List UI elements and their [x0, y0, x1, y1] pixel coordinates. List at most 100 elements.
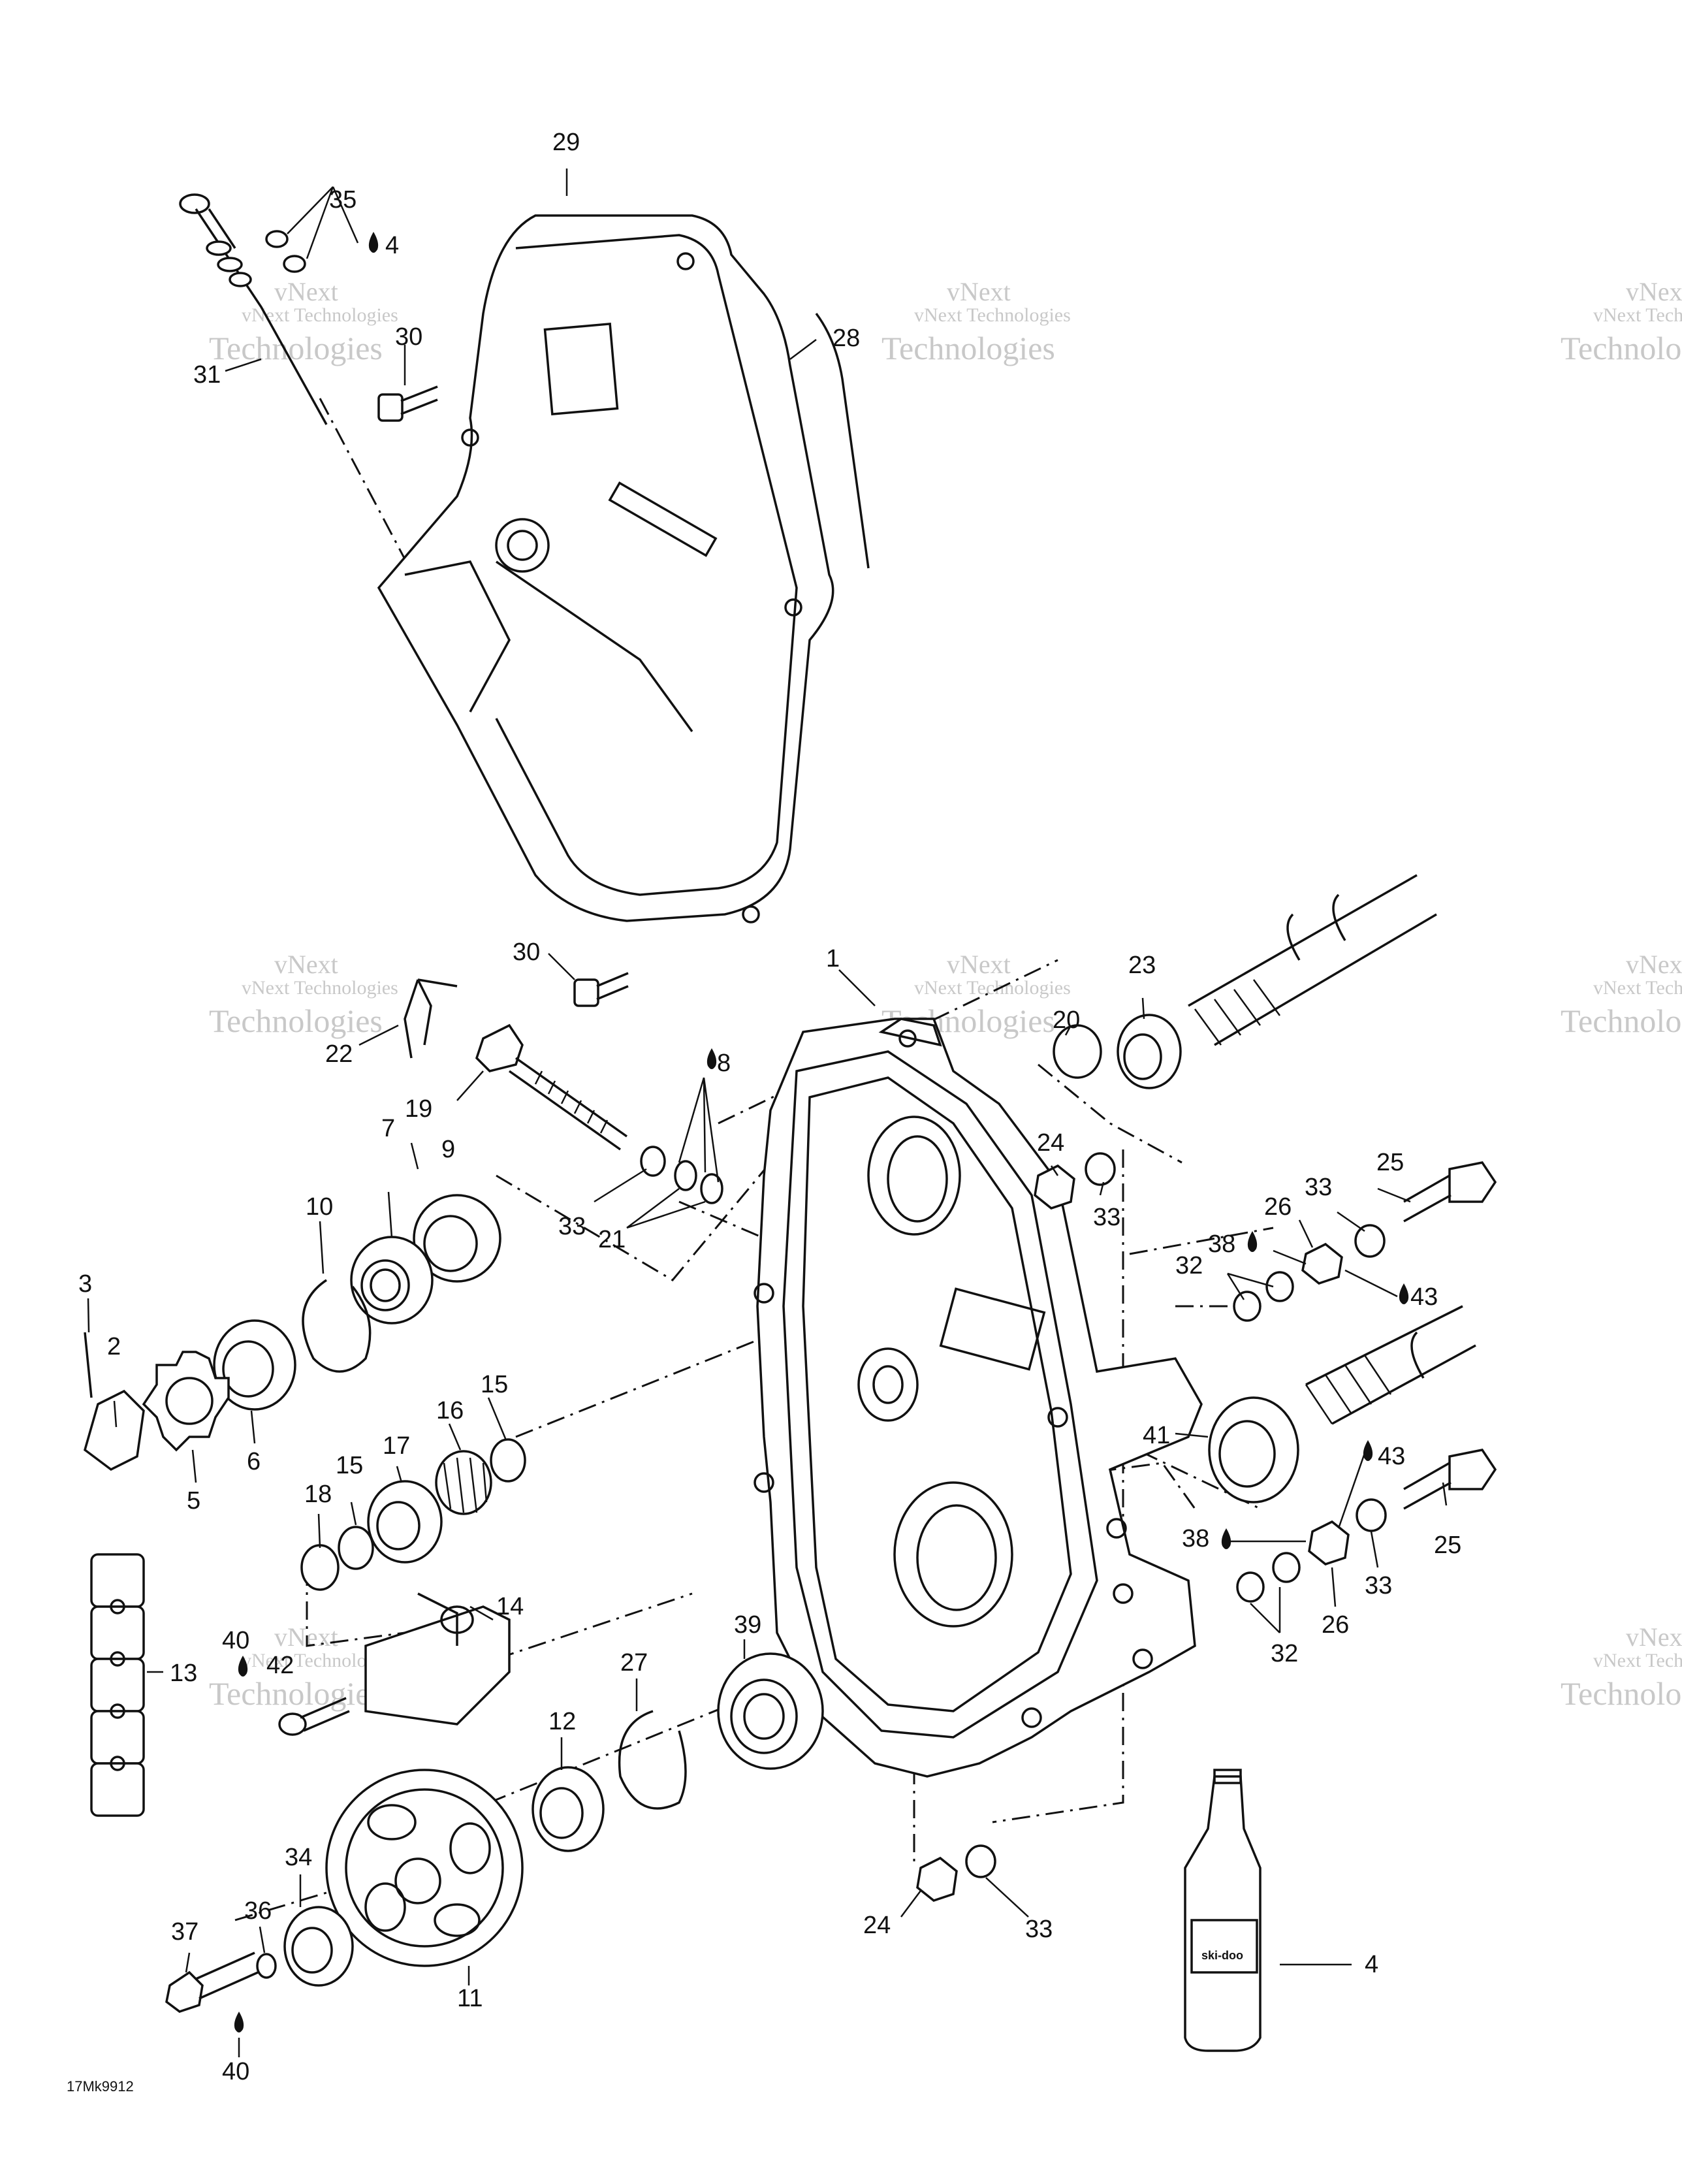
o-ring — [700, 1173, 723, 1204]
svg-text:vNext Technologies: vNext Technologies — [1593, 977, 1682, 999]
oil-drop-icon — [368, 232, 379, 253]
washer — [490, 1438, 526, 1483]
driven-sprocket — [325, 1769, 524, 1967]
svg-text:vNext Technologies: vNext Technologies — [242, 977, 398, 999]
oil-drop-icon — [1363, 1440, 1373, 1461]
oil-drop-icon — [234, 2012, 244, 2032]
callout-label: 31 — [193, 361, 221, 389]
washer — [256, 1953, 277, 1979]
callout-label: 17 — [383, 1432, 410, 1460]
driven-shaft — [1188, 874, 1437, 1046]
drive-sprocket — [142, 1351, 230, 1452]
callout-label: 3 — [78, 1270, 92, 1298]
washer — [1085, 1152, 1116, 1186]
callout-label: 40 — [222, 1627, 249, 1654]
svg-text:vNext: vNext — [1626, 277, 1682, 306]
o-ring — [674, 1160, 697, 1191]
cotter-pin — [84, 1332, 93, 1398]
svg-text:vNext Technologies: vNext Technologies — [914, 304, 1071, 326]
washer — [1265, 1271, 1294, 1302]
callout-label: 40 — [222, 2058, 249, 2085]
ball-bearing — [717, 1652, 824, 1770]
circlip — [618, 1710, 687, 1810]
callout-label: 18 — [304, 1481, 332, 1508]
callout-label: 28 — [833, 325, 860, 352]
figure-code: 17Mk9912 — [67, 2078, 134, 2095]
callout-label: 15 — [481, 1371, 508, 1398]
callout-label: 39 — [734, 1611, 761, 1639]
oil-drop-icon — [1399, 1283, 1409, 1304]
bolt — [377, 385, 438, 422]
dipstick — [179, 193, 328, 425]
svg-text:Technologies: Technologies — [881, 330, 1055, 366]
callout-label: 14 — [496, 1593, 524, 1620]
callout-label: 25 — [1376, 1149, 1404, 1176]
svg-text:Technologies: Technologies — [1561, 330, 1682, 366]
callout-label: 4 — [1365, 1951, 1378, 1978]
callout-label: 26 — [1264, 1193, 1292, 1221]
callout-label: 26 — [1322, 1611, 1349, 1639]
callout-label: 15 — [336, 1452, 363, 1479]
callout-label: 4 — [385, 232, 399, 259]
callout-label: 20 — [1053, 1006, 1080, 1034]
watermark: vNext vNext Technologies Technologies — [209, 950, 398, 1039]
callout-label: 6 — [247, 1448, 261, 1475]
callout-label: 5 — [187, 1487, 200, 1515]
castellated-nut — [83, 1389, 145, 1471]
watermark: vNext vNext Technologies Technologies — [1561, 1622, 1682, 1712]
callout-label: 33 — [558, 1213, 586, 1240]
callout-label: 36 — [244, 1897, 272, 1925]
oil-bottle: ski-doo — [1184, 1769, 1262, 2052]
watermark: vNext vNext Technologies Technologies — [1561, 950, 1682, 1039]
oil-seal — [1208, 1396, 1299, 1503]
svg-text:vNext: vNext — [274, 950, 338, 979]
callout-label: 33 — [1025, 1916, 1053, 1943]
washer — [640, 1146, 666, 1177]
ball-bearing — [413, 1194, 501, 1283]
callout-label: 33 — [1093, 1204, 1120, 1231]
tensioner-block — [364, 1592, 511, 1726]
svg-text:Technologies: Technologies — [1561, 1003, 1682, 1039]
callout-label: 7 — [381, 1115, 395, 1142]
callout-label: 19 — [405, 1095, 432, 1123]
bolt — [1403, 1449, 1497, 1510]
callout-label: 11 — [457, 1985, 483, 2012]
callout-label: 8 — [717, 1050, 731, 1077]
callout-label: 23 — [1128, 952, 1156, 979]
roller — [367, 1480, 443, 1564]
washer — [1356, 1498, 1387, 1532]
washer — [1236, 1571, 1265, 1603]
callout-label: 24 — [1037, 1129, 1064, 1157]
callout-label: 41 — [1143, 1422, 1170, 1449]
sprocket-hub — [165, 1377, 214, 1425]
oil-drop-icon — [706, 1048, 717, 1069]
callout-label: 25 — [1434, 1532, 1461, 1559]
callout-label: 43 — [1378, 1443, 1405, 1470]
spacer — [213, 1319, 296, 1411]
callout-label: 12 — [548, 1708, 576, 1735]
drive-shaft — [1305, 1305, 1476, 1425]
svg-text:Technologies: Technologies — [209, 1003, 383, 1039]
callout-label: 9 — [441, 1136, 455, 1163]
watermark: vNext vNext Technologies Technologies — [209, 277, 398, 366]
callout-label: 2 — [107, 1333, 121, 1360]
washer — [965, 1844, 996, 1878]
svg-text:vNext Technologies: vNext Technologies — [1593, 1650, 1682, 1671]
callout-label: 29 — [552, 129, 580, 156]
callout-label: 33 — [1365, 1572, 1392, 1599]
cotter-pin — [404, 978, 458, 1059]
needle-bearing — [435, 1450, 492, 1515]
watermark: vNext vNext Technologies Technologies — [881, 277, 1071, 366]
nut — [1034, 1164, 1075, 1210]
callout-labels: 29 28 35 4 31 30 30 1 22 19 8 33 21 20 2… — [78, 129, 1461, 2085]
callout-label: 1 — [826, 945, 840, 972]
svg-text:vNext Technologies: vNext Technologies — [1593, 304, 1682, 326]
oil-drop-icon — [238, 1656, 248, 1677]
callout-label: 37 — [171, 1918, 198, 1946]
washer — [338, 1526, 374, 1570]
o-ring — [283, 255, 306, 273]
callout-label: 35 — [329, 186, 357, 214]
svg-text:vNext: vNext — [1626, 1622, 1682, 1652]
bolt — [573, 972, 629, 1007]
